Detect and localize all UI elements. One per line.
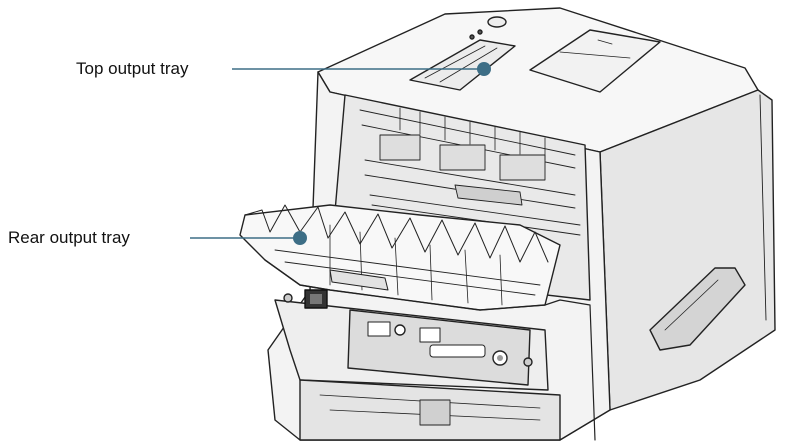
- tray-handle: [329, 269, 389, 291]
- rear-tray-leader-dot: [293, 231, 307, 245]
- top-tray-leader-dot: [477, 62, 491, 76]
- usb-port: [367, 321, 391, 337]
- parallel-port: [429, 344, 486, 358]
- paper-stopper: [529, 29, 661, 93]
- rear-output-tray-label: Rear output tray: [8, 228, 130, 247]
- power-button: [487, 16, 507, 28]
- side-handle: [649, 267, 746, 351]
- leader-lines: [190, 62, 491, 245]
- top-output-tray-label: Top output tray: [76, 59, 189, 78]
